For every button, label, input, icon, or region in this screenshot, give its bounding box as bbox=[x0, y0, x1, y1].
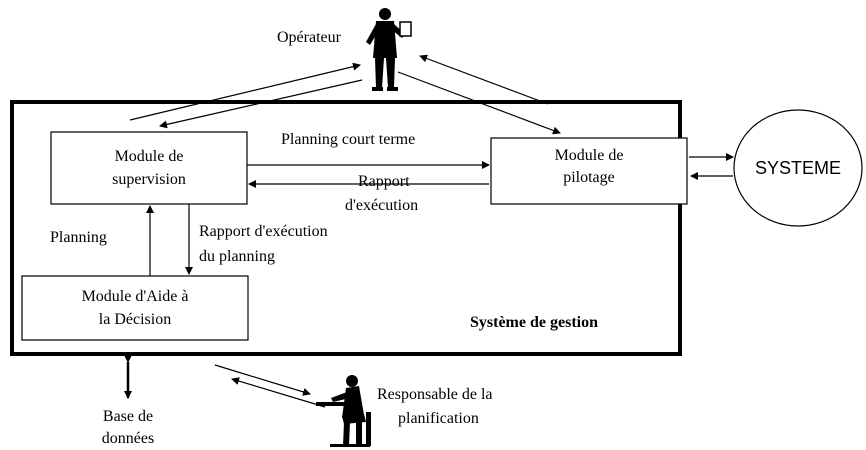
supervision-module-box bbox=[50, 131, 248, 205]
flow-label-planning: Planning bbox=[50, 229, 107, 246]
flow-label-rapport-execution-line2: du planning bbox=[199, 248, 275, 265]
flow-label-execution: d'exécution bbox=[345, 197, 419, 214]
database-label-line2: données bbox=[101, 430, 155, 447]
pilotage-module-title-line2: pilotage bbox=[563, 169, 615, 186]
arrow-from-planner bbox=[231, 377, 326, 408]
planner-label-line2: planification bbox=[398, 410, 479, 427]
flow-label-rapport: Rapport bbox=[358, 173, 410, 190]
flow-label-rapport-execution-line1: Rapport d'exécution bbox=[199, 223, 328, 240]
external-system-label: SYSTEME bbox=[754, 158, 842, 178]
flow-label-planning-court-terme: Planning court terme bbox=[281, 131, 416, 148]
decision-aid-module-box bbox=[21, 275, 249, 341]
pilotage-module-title-line1: Module de bbox=[554, 147, 624, 164]
operator-figure-icon bbox=[366, 8, 412, 91]
arrow-pilotage-to-operator bbox=[419, 54, 549, 105]
database-label-line1: Base de bbox=[102, 408, 154, 425]
planner-label-line1: Responsable de la bbox=[377, 386, 493, 403]
decision-aid-module-title-line1: Module d'Aide à bbox=[81, 288, 189, 305]
supervision-module-title-line2: supervision bbox=[112, 171, 186, 188]
arrow-operator-to-pilotage bbox=[397, 71, 561, 135]
arrow-operator-to-supervision bbox=[159, 79, 363, 129]
arrow-supervision-to-operator bbox=[129, 62, 361, 121]
management-system-label: Système de gestion bbox=[470, 314, 598, 331]
decision-aid-module-title-line2: la Décision bbox=[98, 311, 172, 328]
supervision-module-title-line1: Module de bbox=[114, 148, 184, 165]
pilotage-module-box bbox=[490, 137, 688, 205]
management-system-frame bbox=[10, 100, 682, 356]
planner-figure-icon bbox=[316, 375, 371, 447]
external-system-circle bbox=[733, 109, 863, 227]
operator-label: Opérateur bbox=[277, 29, 341, 46]
arrow-to-planner bbox=[214, 364, 311, 396]
